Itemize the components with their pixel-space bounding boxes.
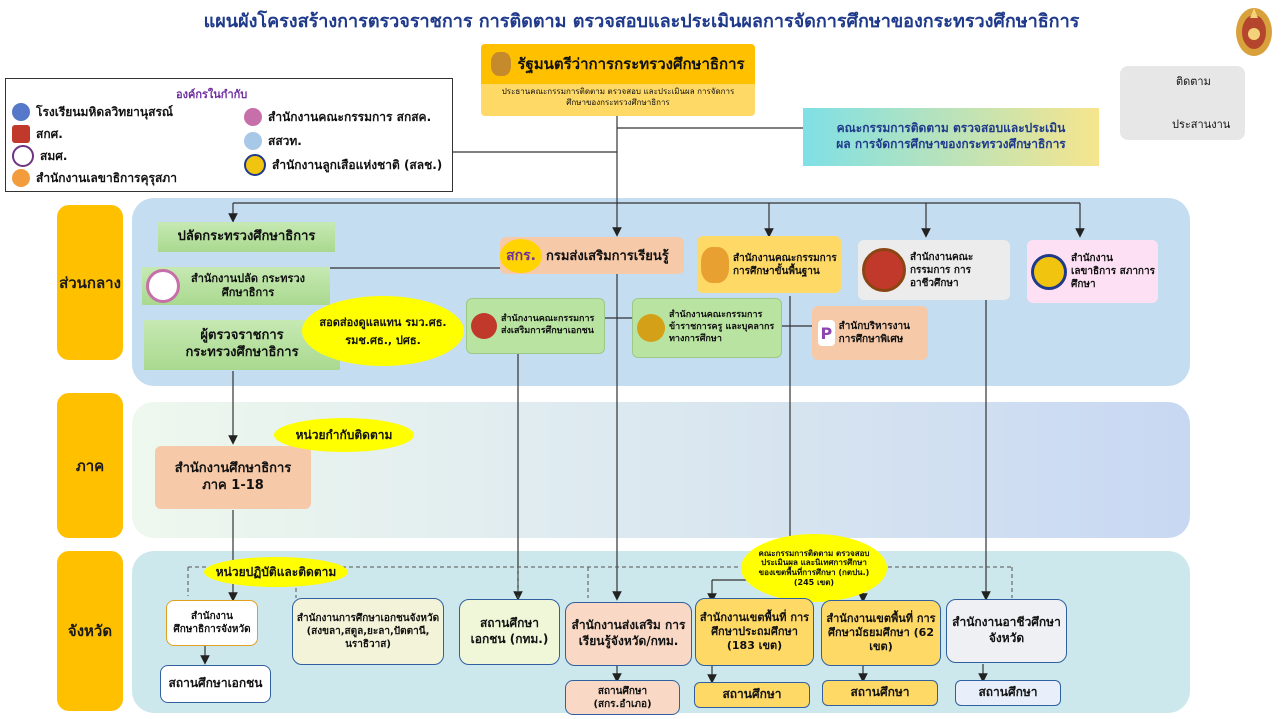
private-bkk-box: สถานศึกษา เอกชน (กทม.) <box>459 599 560 665</box>
regional-office-box: สำนักงานศึกษาธิการภาค 1-18 <box>155 446 311 509</box>
opec-box: สำนักงานคณะกรรมการ ส่งเสริมการศึกษาเอกชน <box>466 298 605 354</box>
affiliated-item: สสวท. <box>244 129 454 153</box>
affiliated-item: สกศ. <box>12 123 242 145</box>
oaeb-label: กรมส่งเสริมการเรียนรู้ <box>546 249 669 264</box>
opec-label: สำนักงานคณะกรรมการ ส่งเสริมการศึกษาเอกชน <box>501 314 595 336</box>
council-logo-icon <box>1031 253 1067 290</box>
minister-box: รัฐมนตรีว่าการกระทรวงศึกษาธิการ ประธานคณ… <box>481 44 755 116</box>
legend: ติดตาม ประสานงาน <box>1120 66 1245 140</box>
peo-box: สำนักงาน ศึกษาธิการจังหวัด <box>166 600 258 646</box>
obec-logo-icon <box>701 246 729 283</box>
minister-subtitle: ประธานคณะกรรมการติดตาม ตรวจสอบ และประเมิ… <box>501 87 735 107</box>
level-province: จังหวัด <box>57 551 123 711</box>
opec-logo-icon <box>471 313 497 339</box>
level-region: ภาค <box>57 393 123 538</box>
learning-school-box: สถานศึกษา (สกร.อำเภอ) <box>565 680 680 715</box>
minister-header: รัฐมนตรีว่าการกระทรวงศึกษาธิการ <box>481 44 755 84</box>
affiliated-panel: องค์กรในกำกับ โรงเรียนมหิดลวิทยานุสรณ์ ส… <box>5 78 453 192</box>
ops-office-box: สำนักงานปลัด กระทรวงศึกษาธิการ <box>142 267 330 305</box>
council-box: สำนักงานเลขาธิการ สภาการศึกษา <box>1027 240 1158 303</box>
school-emblem-icon <box>12 103 30 121</box>
secondary-school-box: สถานศึกษา <box>822 680 938 706</box>
ministry-emblem-icon <box>1232 2 1276 58</box>
inspector-bubble: สอดส่องดูแลแทน รมว.ศธ. รมช.ศธ., ปศธ. <box>302 296 464 366</box>
onec-logo-icon <box>12 125 30 143</box>
primary-school-box: สถานศึกษา <box>694 682 810 708</box>
special-edu-box: P สำนักบริหารงาน การศึกษาพิเศษ <box>812 306 928 360</box>
province-bubble: หน่วยปฏิบัติและติดตาม <box>204 557 348 587</box>
council-label: สำนักงานเลขาธิการ สภาการศึกษา <box>1071 253 1155 290</box>
private-school-box: สถานศึกษาเอกชน <box>160 665 271 703</box>
learning-province-box: สำนักงานส่งเสริม การเรียนรู้จังหวัด/กทม. <box>565 602 692 666</box>
ovec-box: สำนักงานคณะกรรมการ การอาชีวศึกษา <box>858 240 1010 300</box>
ops-office-label: สำนักงานปลัด กระทรวงศึกษาธิการ <box>190 271 306 299</box>
otep-logo-icon <box>244 108 262 126</box>
special-edu-label: สำนักบริหารงาน การศึกษาพิเศษ <box>838 321 910 345</box>
affiliated-item: โรงเรียนมหิดลวิทยานุสรณ์ <box>12 101 242 123</box>
affiliated-left-list: โรงเรียนมหิดลวิทยานุสรณ์ สกศ. สมศ. สำนัก… <box>12 101 242 189</box>
ksp-logo-icon <box>12 169 30 187</box>
oaeb-logo: สกร. <box>500 238 542 273</box>
affiliated-item: สำนักงานเลขาธิการคุรุสภา <box>12 167 242 189</box>
affiliated-item: สำนักงานคณะกรรมการ สกสค. <box>244 105 454 129</box>
scout-logo-icon <box>244 154 266 176</box>
legend-coordinate: ประสานงาน <box>1172 118 1231 131</box>
otepc-label: สำนักงานคณะกรรมการ ข้าราชการครู และบุคลา… <box>669 310 775 344</box>
minister-title: รัฐมนตรีว่าการกระทรวงศึกษาธิการ <box>517 55 745 73</box>
otepc-box: สำนักงานคณะกรรมการ ข้าราชการครู และบุคลา… <box>632 298 782 358</box>
affiliated-item: สำนักงานลูกเสือแห่งชาติ (สลช.) <box>244 153 454 177</box>
page-title: แผนผังโครงสร้างการตรวจราชการ การติดตาม ต… <box>203 11 1080 32</box>
obec-box: สำนักงานคณะกรรมการ การศึกษาขั้นพื้นฐาน <box>697 236 841 293</box>
secondary-area-box: สำนักงานเขตพื้นที่ การศึกษามัธยมศึกษา (6… <box>821 600 941 666</box>
affiliated-item: สมศ. <box>12 145 242 167</box>
ops-logo-icon <box>146 269 180 303</box>
special-edu-logo-icon: P <box>818 320 835 346</box>
otepc-logo-icon <box>637 314 665 342</box>
voc-province-box: สำนักงานอาชีวศึกษา จังหวัด <box>946 599 1067 663</box>
obec-label: สำนักงานคณะกรรมการ การศึกษาขั้นพื้นฐาน <box>733 252 837 277</box>
affiliated-right-list: สำนักงานคณะกรรมการ สกสค. สสวท. สำนักงานล… <box>244 105 454 177</box>
ministry-emblem-icon <box>491 52 512 76</box>
primary-area-box: สำนักงานเขตพื้นที่ การศึกษาประถมศึกษา (1… <box>695 598 814 666</box>
committee-box: คณะกรรมการติดตาม ตรวจสอบและประเมินผล การ… <box>803 108 1099 166</box>
ovec-logo-icon <box>862 248 906 292</box>
committee-area-bubble: คณะกรรมการติดตาม ตรวจสอบ ประเมินผล และนิ… <box>741 534 887 602</box>
regional-bubble: หน่วยกำกับติดตาม <box>274 418 414 452</box>
affiliated-heading: องค์กรในกำกับ <box>176 88 248 101</box>
legend-follow: ติดตาม <box>1176 75 1211 88</box>
ovec-label: สำนักงานคณะกรรมการ การอาชีวศึกษา <box>910 251 974 289</box>
level-central: ส่วนกลาง <box>57 205 123 360</box>
voc-school-box: สถานศึกษา <box>955 680 1061 706</box>
south-private-box: สำนักงานการศึกษาเอกชนจังหวัด (สงขลา,สตูล… <box>292 598 444 665</box>
ipst-logo-icon <box>244 132 262 150</box>
permanent-secretary-box: ปลัดกระทรวงศึกษาธิการ <box>158 222 335 252</box>
oaeb-box: สกร. กรมส่งเสริมการเรียนรู้ <box>500 237 684 274</box>
onesqa-logo-icon <box>12 145 34 167</box>
